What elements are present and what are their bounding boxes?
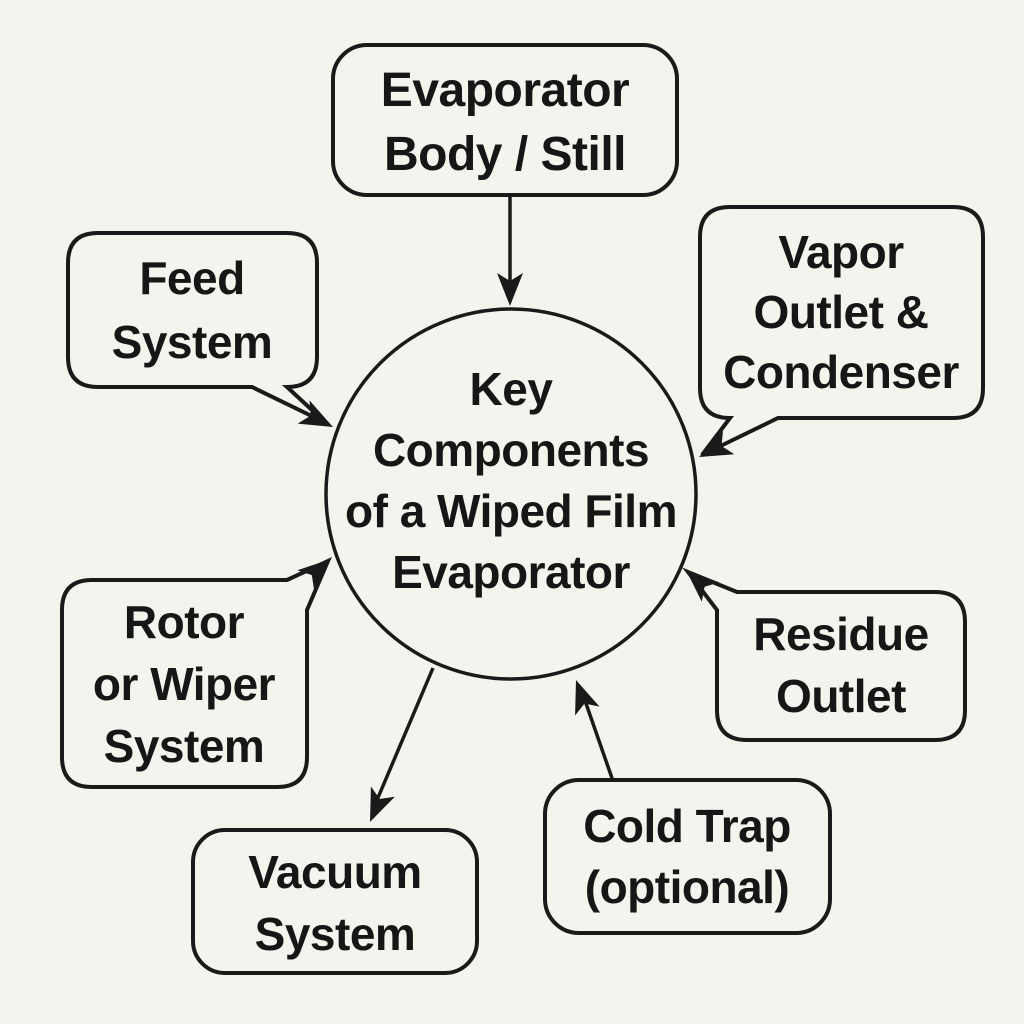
node-evaporator-body-label: Evaporator	[381, 64, 629, 117]
node-vapor-outlet-label: Condenser	[723, 346, 959, 398]
node-vapor-outlet-condenser	[698, 205, 985, 457]
node-rotor-wiper-label: or Wiper	[93, 658, 276, 710]
center-circle	[324, 307, 698, 681]
arrowhead-icon	[358, 786, 395, 828]
node-evaporator-body	[331, 43, 679, 197]
center-title-line: of a Wiped Film	[345, 485, 677, 537]
node-residue-outlet-label: Outlet	[776, 670, 906, 722]
node-cold-trap-label: Cold Trap	[583, 800, 791, 852]
node-vapor-outlet-label: Vapor	[778, 226, 904, 278]
node-vacuum-system-label: System	[255, 908, 416, 960]
node-vapor-outlet-label: Outlet &	[754, 286, 929, 338]
node-rotor-wiper-system	[60, 556, 332, 789]
node-rotor-wiper-label: Rotor	[124, 596, 245, 648]
node-cold-trap	[543, 778, 832, 935]
node-residue-outlet-label: Residue	[753, 608, 928, 660]
node-residue-outlet	[681, 567, 967, 742]
node-cold-trap-label: (optional)	[585, 861, 790, 913]
node-vacuum-system-label: Vacuum	[248, 846, 421, 898]
center-title-line: Evaporator	[392, 546, 630, 598]
node-evaporator-body-label: Body / Still	[384, 128, 626, 181]
node-vacuum-system	[191, 828, 479, 975]
center-title-line: Components	[373, 424, 649, 476]
node-feed-system-label: Feed	[139, 252, 244, 304]
node-feed-system-label: System	[112, 316, 273, 368]
arrow-center-to-vacuum-system	[375, 667, 435, 801]
center-title-line: Key	[470, 363, 554, 415]
arrow-cold-trap-to-center	[580, 691, 615, 782]
node-rotor-wiper-label: System	[104, 720, 265, 772]
arrowhead-icon	[563, 675, 600, 716]
